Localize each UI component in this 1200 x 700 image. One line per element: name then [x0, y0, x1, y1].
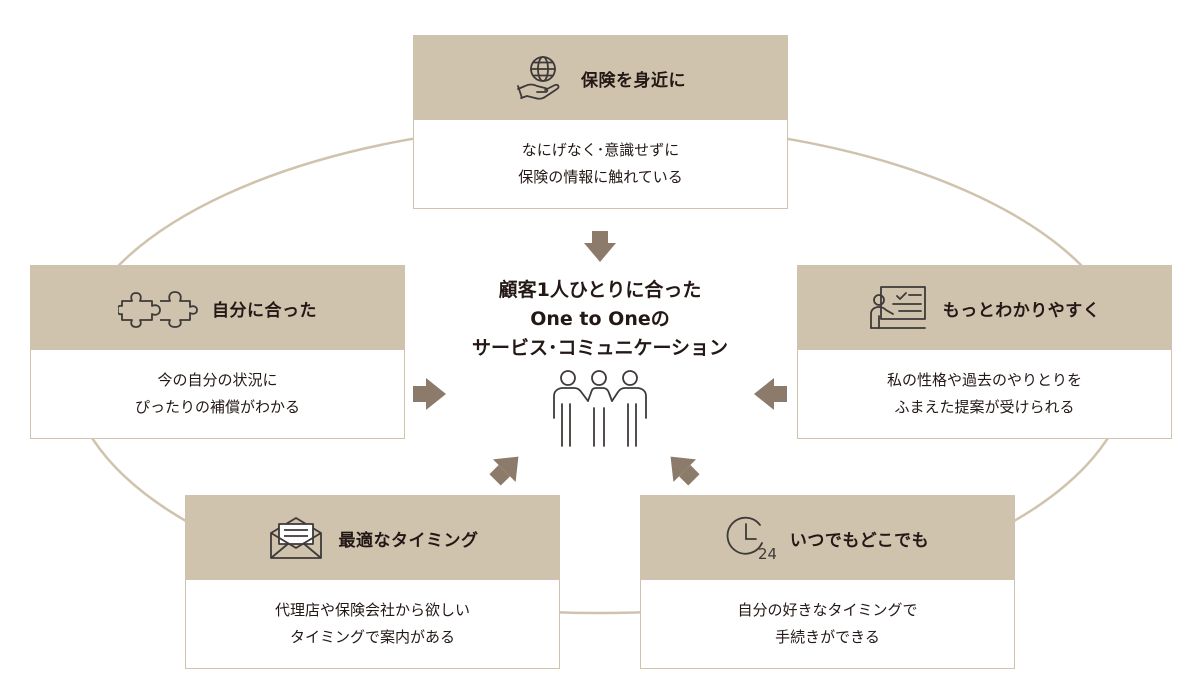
- center-title-line: One to Oneの: [530, 308, 670, 330]
- center-title-line: 顧客1人ひとりに合った: [498, 279, 702, 301]
- card-description: 今の自分の状況に ぴったりの補償がわかる: [31, 350, 404, 438]
- arrow-up-right: [489, 456, 519, 486]
- arrow-up-left: [670, 456, 700, 486]
- center-title: 顧客1人ひとりに合った One to Oneの サービス･コミュニケーション: [445, 276, 755, 363]
- arrow-right: [413, 378, 446, 410]
- arrow-down: [584, 231, 616, 262]
- card-line: 今の自分の状況に: [157, 371, 278, 389]
- card-line: 自分の好きなタイミングで: [737, 601, 918, 619]
- presenter-board-icon: [869, 284, 929, 332]
- globe-hand-icon: [515, 52, 567, 104]
- card-header: 自分に合った: [31, 266, 404, 350]
- card-description: なにげなく･意識せずに 保険の情報に触れている: [414, 120, 787, 208]
- arrow-left: [754, 378, 787, 410]
- card-insurance-familiar: 保険を身近に なにげなく･意識せずに 保険の情報に触れている: [413, 35, 788, 209]
- card-line: なにげなく･意識せずに: [521, 141, 680, 159]
- card-line: ぴったりの補償がわかる: [134, 398, 300, 416]
- card-description: 自分の好きなタイミングで 手続きができる: [641, 580, 1014, 668]
- card-suited-to-me: 自分に合った 今の自分の状況に ぴったりの補償がわかる: [30, 265, 405, 439]
- card-header: 24 いつでもどこでも: [641, 496, 1014, 580]
- card-line: 手続きができる: [775, 628, 880, 646]
- card-best-timing: 最適なタイミング 代理店や保険会社から欲しい タイミングで案内がある: [185, 495, 560, 669]
- card-line: 私の性格や過去のやりとりを: [886, 371, 1082, 389]
- people-group-icon: [548, 368, 652, 454]
- svg-text:24: 24: [758, 545, 776, 561]
- card-header: 保険を身近に: [414, 36, 787, 120]
- card-line: 代理店や保険会社から欲しい: [274, 601, 470, 619]
- card-description: 代理店や保険会社から欲しい タイミングで案内がある: [186, 580, 559, 668]
- card-header: 最適なタイミング: [186, 496, 559, 580]
- card-title: 最適なタイミング: [338, 530, 479, 551]
- clock-24-icon: 24: [726, 515, 776, 561]
- envelope-icon: [267, 515, 325, 561]
- card-line: ふまえた提案が受けられる: [894, 398, 1075, 416]
- card-title: 保険を身近に: [581, 70, 686, 91]
- card-description: 私の性格や過去のやりとりを ふまえた提案が受けられる: [798, 350, 1171, 438]
- card-header: もっとわかりやすく: [798, 266, 1171, 350]
- card-line: 保険の情報に触れている: [518, 168, 683, 186]
- card-title: 自分に合った: [212, 300, 317, 321]
- card-title: もっとわかりやすく: [942, 300, 1101, 321]
- card-title: いつでもどこでも: [789, 530, 930, 551]
- card-easier-to-understand: もっとわかりやすく 私の性格や過去のやりとりを ふまえた提案が受けられる: [797, 265, 1172, 439]
- puzzle-icon: [118, 286, 198, 330]
- card-anytime-anywhere: 24 いつでもどこでも 自分の好きなタイミングで 手続きができる: [640, 495, 1015, 669]
- center-title-line: サービス･コミュニケーション: [471, 337, 729, 359]
- card-line: タイミングで案内がある: [289, 628, 455, 646]
